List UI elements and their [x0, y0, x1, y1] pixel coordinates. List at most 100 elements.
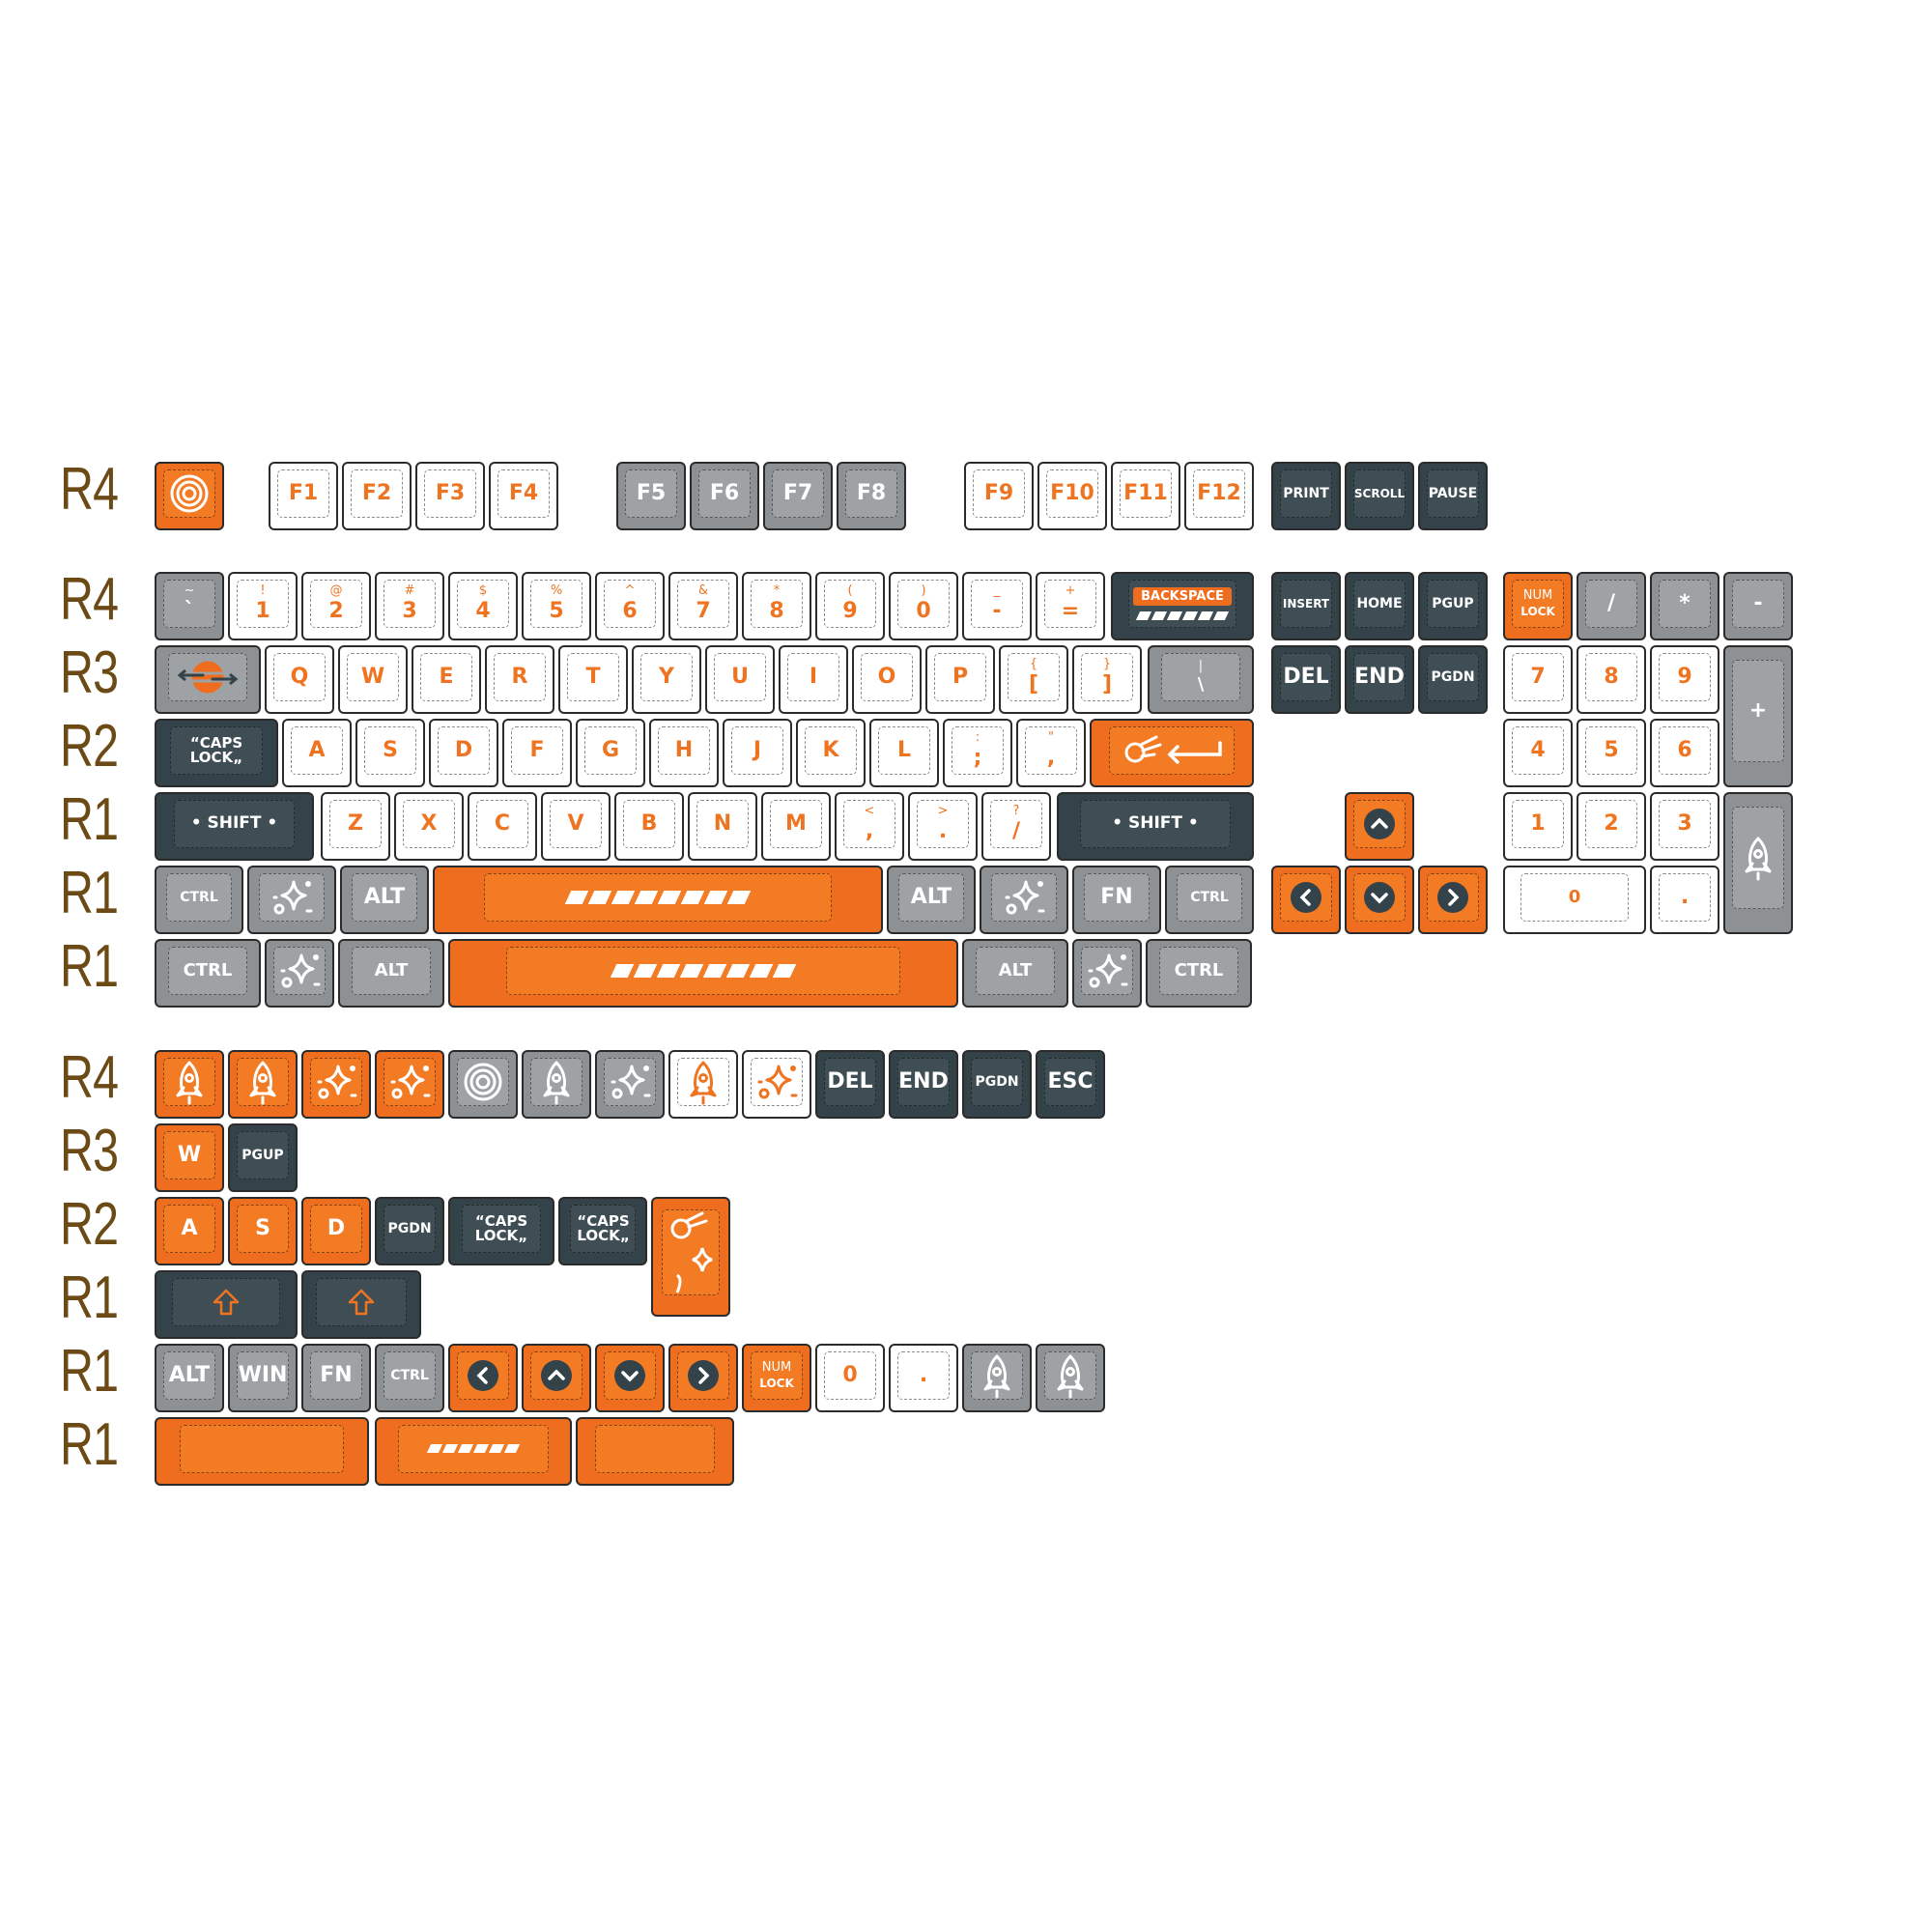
keycap-legend: -: [1753, 590, 1763, 615]
keycap-top: .: [1659, 873, 1711, 922]
keycap: 0: [815, 1344, 885, 1412]
shift-arrow-icon: [212, 1288, 241, 1317]
sparkle-icon: [753, 1061, 800, 1103]
keycap: [522, 1344, 591, 1412]
keycap-legend: FN: [320, 1362, 353, 1387]
keycap-top: 7: [1512, 653, 1564, 701]
keycap-sub-legend: @: [329, 583, 343, 599]
keycap-legend: END: [898, 1068, 949, 1094]
keycap: CTRL: [1146, 939, 1252, 1008]
keycap: [155, 1050, 224, 1119]
keycap-legend: C: [494, 810, 511, 836]
keycap-legend: O: [877, 664, 896, 689]
keycap: BACKSPACE: [1111, 572, 1254, 640]
keycap: [301, 1050, 371, 1119]
keycap-legend: END: [1354, 664, 1405, 689]
keycap: ALT: [155, 1344, 224, 1412]
keycap-legend: • SHIFT •: [190, 813, 278, 834]
keycap: [375, 1050, 444, 1119]
keycap-sub-legend: ": [1048, 730, 1054, 746]
keycap-top: CTRL: [1158, 947, 1239, 995]
keycap-top: PGDN: [384, 1205, 436, 1253]
row-label: R1: [60, 860, 119, 926]
keycap: [375, 1417, 572, 1486]
keycap-top: ALT: [975, 947, 1056, 995]
keycap-legend: *: [1679, 590, 1690, 615]
keycap: CTRL: [155, 866, 243, 934]
keycap: T: [558, 645, 628, 714]
keycap-legend: 1: [255, 599, 270, 624]
keycap-legend: CTRL: [180, 889, 218, 905]
keycap: L: [869, 719, 939, 787]
keycap: ?/: [981, 792, 1051, 861]
keycap-top: [604, 1351, 656, 1400]
keycap: FN: [301, 1344, 371, 1412]
keycap-legend: D: [327, 1215, 346, 1240]
keycap-legend: F10: [1050, 480, 1094, 505]
keycap: PGUP: [228, 1123, 298, 1192]
keycap-top: CTRL: [165, 873, 233, 922]
keycap-legend: A: [181, 1215, 198, 1240]
keycap-legend: H: [674, 737, 694, 762]
keycap: ALT: [887, 866, 976, 934]
keycap-legend: 8: [769, 599, 784, 624]
keycap: E: [412, 645, 481, 714]
keycap-top: }]: [1081, 653, 1133, 701]
keycap-legend: D: [454, 737, 473, 762]
keycap-legend: J: [753, 737, 762, 762]
keycap: PGUP: [1418, 572, 1488, 640]
row-label: R2: [60, 1191, 119, 1258]
keycap-sub-legend: }: [1102, 657, 1112, 672]
sparkle-icon: [1084, 950, 1130, 992]
keycap-legend: F7: [782, 480, 813, 505]
keycap-top: 3: [1659, 800, 1711, 848]
keycap: DEL: [1271, 645, 1341, 714]
keycap-top: F: [511, 726, 563, 775]
sparkle-icon: [276, 950, 323, 992]
keycap-top: Y: [640, 653, 693, 701]
keycap-top: ^6: [604, 580, 656, 628]
keycap-top: SCROLL: [1353, 469, 1406, 518]
keycap-top: O: [861, 653, 913, 701]
keycap-top: G: [584, 726, 637, 775]
keycap-legend: B: [640, 810, 658, 836]
keycap-legend: 8: [1604, 664, 1619, 689]
row-label: R1: [60, 933, 119, 1000]
keycap-legend: +: [1748, 697, 1768, 723]
keycap: 8: [1577, 645, 1646, 714]
arrow-right-icon: [686, 1358, 721, 1393]
keycap-top: F2: [351, 469, 403, 518]
keycap: F10: [1037, 462, 1107, 530]
keycap-sub-legend: <: [864, 804, 875, 819]
keycap: [668, 1050, 738, 1119]
keycap-top: [258, 873, 326, 922]
keycap-top: ?/: [990, 800, 1042, 848]
keycap-legend: P: [952, 664, 969, 689]
keycap-top: 2: [1585, 800, 1637, 848]
keycap-top: +=: [1044, 580, 1096, 628]
keycap-top: “CAPS LOCK„: [569, 1205, 637, 1253]
stripes-icon: [426, 1444, 521, 1454]
keycap-top: PGDN: [971, 1058, 1023, 1106]
keycap: [155, 645, 261, 714]
keycap-top: CTRL: [1176, 873, 1243, 922]
row-label: R2: [60, 713, 119, 780]
keycap-top: END: [1353, 653, 1406, 701]
keycap-legend: A: [308, 737, 326, 762]
keycap-top: CTRL: [384, 1351, 436, 1400]
keycap-top: &7: [677, 580, 729, 628]
keycap: A: [155, 1197, 224, 1265]
row-label: R3: [60, 639, 119, 706]
keycap: Y: [632, 645, 701, 714]
keycap: F8: [837, 462, 906, 530]
keycap-legend: G: [601, 737, 620, 762]
keycap-top: [167, 653, 248, 701]
keycap-legend: LOCK: [1520, 605, 1555, 619]
keycap-top: [1353, 800, 1406, 848]
target-icon: [462, 1061, 504, 1103]
keycap: $4: [448, 572, 518, 640]
keycap-legend: T: [585, 664, 601, 689]
keycap-legend: PGDN: [975, 1073, 1019, 1090]
keycap-legend: Q: [290, 664, 309, 689]
